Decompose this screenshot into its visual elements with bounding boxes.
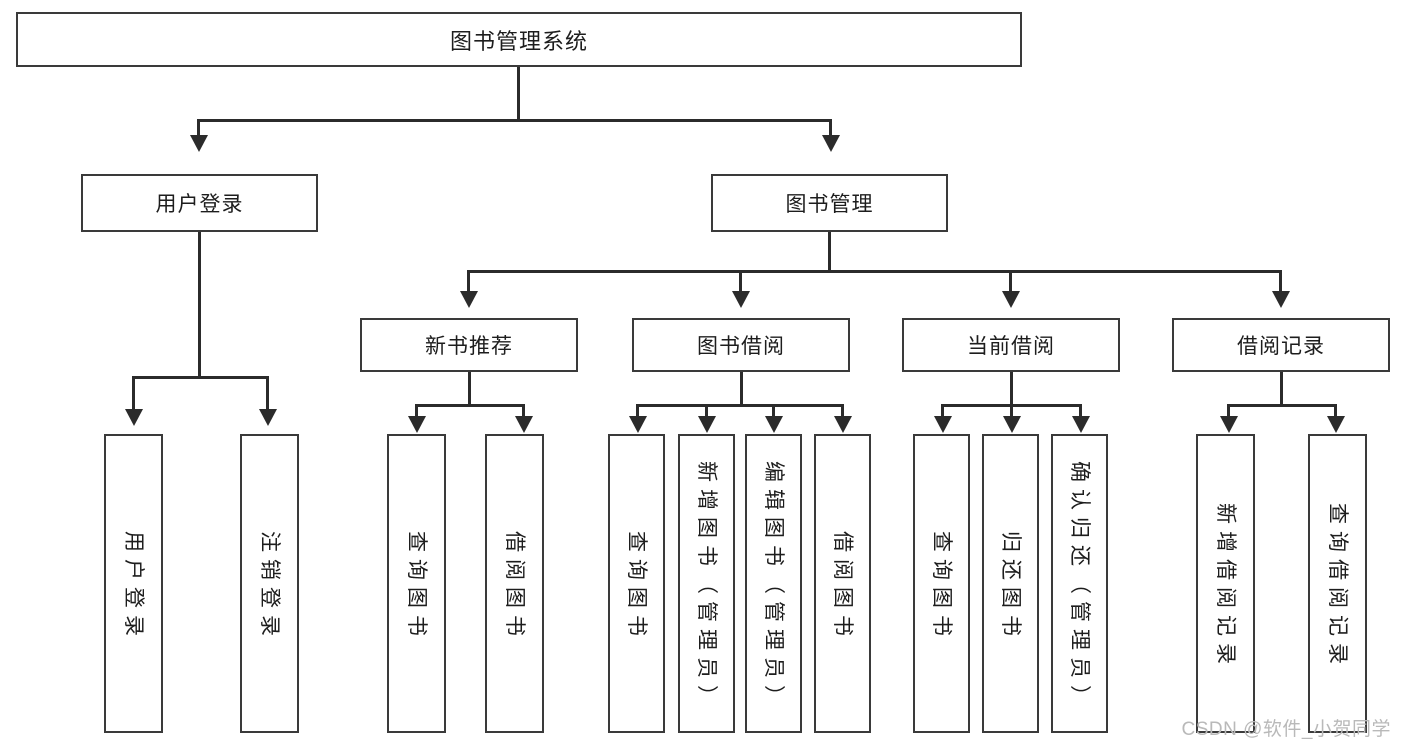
leaf-label: 新增借阅记录 — [1214, 503, 1237, 671]
connector-current-borrow-to-leaf-1 — [941, 404, 944, 417]
leaf-label: 查询借阅记录 — [1326, 503, 1349, 671]
arrow-new-book-to-leaf-1 — [408, 416, 426, 433]
connector-new-book-to-leaf-1 — [415, 404, 418, 417]
connector-borrow-record-stem — [1280, 372, 1283, 406]
leaf-new-book-borrow[interactable]: 借阅图书 — [485, 434, 544, 733]
leaf-current-confirm-return-admin[interactable]: 确认归还（管理员） — [1051, 434, 1108, 733]
node-label: 图书管理系统 — [449, 28, 588, 54]
node-label: 当前借阅 — [967, 335, 1055, 358]
arrow-book-mgmt-to-current — [1002, 291, 1020, 308]
connector-book-borrow-to-leaf-3 — [772, 404, 775, 417]
connector-current-borrow-to-leaf-3 — [1079, 404, 1082, 417]
connector-book-mgmt-to-new-book — [467, 270, 470, 292]
connector-current-borrow-stem — [1010, 372, 1013, 406]
connector-new-book-to-leaf-2 — [522, 404, 525, 417]
node-borrow-record[interactable]: 借阅记录 — [1172, 318, 1390, 372]
node-new-book-recommend[interactable]: 新书推荐 — [360, 318, 578, 372]
leaf-borrow-edit-book-admin[interactable]: 编辑图书（管理员） — [745, 434, 802, 733]
node-user-login[interactable]: 用户登录 — [81, 174, 318, 232]
connector-root-to-user-login — [197, 119, 200, 137]
arrow-current-borrow-to-leaf-2 — [1003, 416, 1021, 433]
connector-book-mgmt-to-record — [1279, 270, 1282, 292]
leaf-label: 查询图书 — [405, 531, 428, 643]
connector-root-to-book-mgmt — [829, 119, 832, 137]
leaf-label: 借阅图书 — [831, 531, 854, 643]
leaf-record-add[interactable]: 新增借阅记录 — [1196, 434, 1255, 733]
arrow-current-borrow-to-leaf-1 — [934, 416, 952, 433]
leaf-borrow-add-book-admin[interactable]: 新增图书（管理员） — [678, 434, 735, 733]
connector-book-borrow-to-leaf-2 — [705, 404, 708, 417]
connector-current-borrow-to-leaf-2 — [1010, 404, 1013, 417]
leaf-user-login[interactable]: 用户登录 — [104, 434, 163, 733]
leaf-current-query-book[interactable]: 查询图书 — [913, 434, 970, 733]
node-label: 借阅记录 — [1237, 335, 1325, 358]
node-label: 用户登录 — [155, 193, 244, 216]
leaf-label: 注销登录 — [258, 531, 281, 643]
leaf-label: 归还图书 — [999, 531, 1022, 643]
connector-root-stem — [517, 67, 520, 121]
arrow-book-mgmt-to-borrow — [732, 291, 750, 308]
arrow-new-book-to-leaf-2 — [515, 416, 533, 433]
arrow-root-to-book-mgmt — [822, 135, 840, 152]
node-book-borrow[interactable]: 图书借阅 — [632, 318, 850, 372]
connector-book-borrow-to-leaf-4 — [841, 404, 844, 417]
leaf-label: 用户登录 — [122, 531, 145, 643]
connector-user-login-to-leaf-1 — [132, 376, 135, 410]
node-label: 图书借阅 — [697, 335, 785, 358]
leaf-label: 新增图书（管理员） — [695, 461, 718, 713]
connector-root-bus — [197, 119, 832, 122]
connector-user-login-stem — [198, 232, 201, 378]
arrow-book-borrow-to-leaf-4 — [834, 416, 852, 433]
connector-book-mgmt-bus — [467, 270, 1280, 273]
connector-new-book-stem — [468, 372, 471, 406]
connector-borrow-record-to-leaf-2 — [1334, 404, 1337, 417]
connector-book-mgmt-stem — [828, 232, 831, 272]
connector-new-book-bus — [415, 404, 525, 407]
leaf-borrow-query-book[interactable]: 查询图书 — [608, 434, 665, 733]
arrow-book-mgmt-to-new-book — [460, 291, 478, 308]
leaf-logout[interactable]: 注销登录 — [240, 434, 299, 733]
connector-book-mgmt-to-current — [1009, 270, 1012, 292]
node-book-management[interactable]: 图书管理 — [711, 174, 948, 232]
leaf-borrow-borrow-book[interactable]: 借阅图书 — [814, 434, 871, 733]
connector-borrow-record-bus — [1227, 404, 1337, 407]
node-current-borrow[interactable]: 当前借阅 — [902, 318, 1120, 372]
leaf-current-return-book[interactable]: 归还图书 — [982, 434, 1039, 733]
arrow-current-borrow-to-leaf-3 — [1072, 416, 1090, 433]
arrow-borrow-record-to-leaf-2 — [1327, 416, 1345, 433]
leaf-new-book-query[interactable]: 查询图书 — [387, 434, 446, 733]
connector-book-borrow-to-leaf-1 — [636, 404, 639, 417]
node-root-system[interactable]: 图书管理系统 — [16, 12, 1022, 67]
leaf-label: 查询图书 — [625, 531, 648, 643]
leaf-record-query[interactable]: 查询借阅记录 — [1308, 434, 1367, 733]
arrow-book-mgmt-to-record — [1272, 291, 1290, 308]
arrow-user-login-to-leaf-1 — [125, 409, 143, 426]
connector-book-borrow-stem — [740, 372, 743, 406]
leaf-label: 借阅图书 — [503, 531, 526, 643]
leaf-label: 确认归还（管理员） — [1068, 461, 1091, 713]
arrow-book-borrow-to-leaf-3 — [765, 416, 783, 433]
arrow-root-to-user-login — [190, 135, 208, 152]
connector-user-login-to-leaf-2 — [266, 376, 269, 410]
arrow-book-borrow-to-leaf-1 — [629, 416, 647, 433]
node-label: 新书推荐 — [425, 335, 513, 358]
connector-user-login-bus — [132, 376, 269, 379]
arrow-borrow-record-to-leaf-1 — [1220, 416, 1238, 433]
arrow-user-login-to-leaf-2 — [259, 409, 277, 426]
connector-borrow-record-to-leaf-1 — [1227, 404, 1230, 417]
leaf-label: 查询图书 — [930, 531, 953, 643]
node-label: 图书管理 — [785, 193, 874, 216]
connector-book-mgmt-to-borrow — [739, 270, 742, 292]
connector-book-borrow-bus — [636, 404, 844, 407]
arrow-book-borrow-to-leaf-2 — [698, 416, 716, 433]
leaf-label: 编辑图书（管理员） — [762, 461, 785, 713]
